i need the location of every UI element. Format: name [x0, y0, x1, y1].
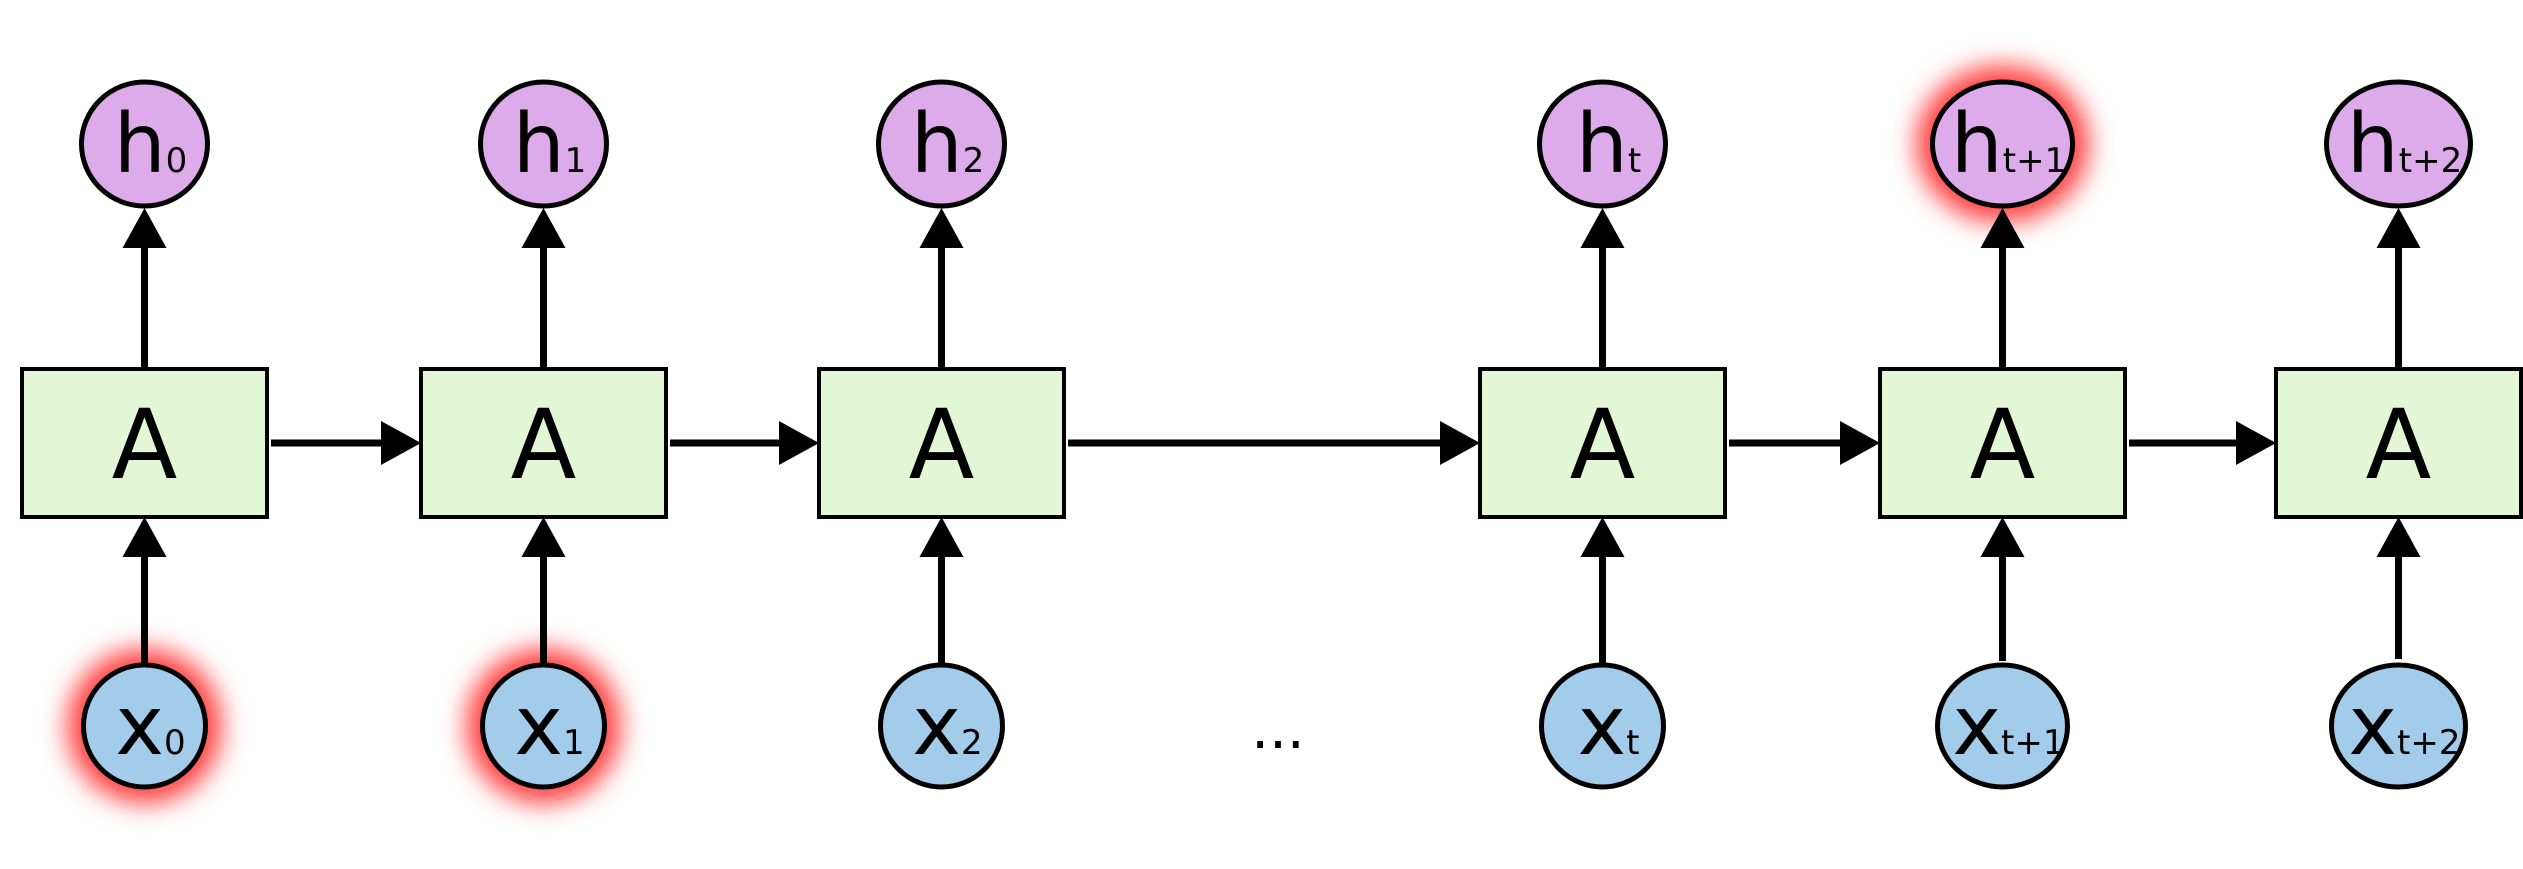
hidden-state-label-subscript: t	[1628, 141, 1641, 181]
input-node	[2329, 662, 2468, 790]
input-label: x2	[912, 679, 982, 774]
output-arrow-1-head	[521, 208, 566, 248]
rnn-cell-label: A	[909, 389, 975, 501]
rnn-cell-label: A	[1970, 389, 2036, 501]
hidden-state-label-symbol: h	[2347, 97, 2399, 192]
input-label-symbol: x	[1953, 679, 2002, 774]
recurrent-arrow-1-head	[779, 421, 819, 465]
input-arrow-2-head	[919, 517, 964, 557]
input-node	[878, 662, 1005, 790]
input-label: xt	[1578, 679, 1640, 774]
highlight-glow-layer	[67, 66, 2089, 803]
hidden-state-label-subscript: t+1	[2003, 141, 2066, 181]
hidden-state-label: h1	[513, 97, 587, 192]
hidden-state-label: ht+1	[1951, 97, 2066, 192]
input-label: x1	[514, 679, 584, 774]
hidden-state-node	[2324, 79, 2473, 209]
output-arrow-5-head	[2376, 208, 2421, 248]
input-arrow-3-head	[1580, 517, 1625, 557]
input-label-subscript: 0	[164, 723, 186, 763]
input-label-symbol: x	[912, 679, 961, 774]
hidden-state-label-symbol: h	[1576, 97, 1628, 192]
input-label: xt+2	[2349, 679, 2461, 774]
input-label: x0	[115, 679, 185, 774]
hidden-state-label-symbol: h	[1951, 97, 2003, 192]
hidden-state-label-subscript: t+2	[2399, 141, 2462, 181]
input-label-symbol: x	[514, 679, 563, 774]
recurrent-arrow-4-head	[2236, 421, 2276, 465]
rnn-cell-box	[1478, 367, 1727, 519]
input-label-symbol: x	[1578, 679, 1627, 774]
rnn-cell-label: A	[2366, 389, 2432, 501]
input-label-subscript: t+2	[2397, 723, 2460, 763]
rnn-cell-box	[20, 367, 269, 519]
hidden-state-label-symbol: h	[911, 97, 963, 192]
rnn-cell-label: A	[511, 389, 577, 501]
rnn-cell-box	[1878, 367, 2127, 519]
recurrent-arrow-2-head	[1440, 421, 1480, 465]
ellipsis-text: ...	[1251, 697, 1304, 762]
hidden-state-label: h0	[114, 97, 188, 192]
input-label-subscript: 1	[563, 723, 585, 763]
input-label-subscript: t+1	[2001, 723, 2064, 763]
hidden-state-node	[1537, 79, 1668, 209]
hidden-state-label-subscript: 0	[166, 141, 188, 181]
input-label-symbol: x	[115, 679, 164, 774]
rnn-cell-box	[2274, 367, 2523, 519]
hidden-state-node	[1930, 79, 2075, 209]
hidden-state-node	[478, 79, 609, 209]
hidden-state-label-subscript: 2	[963, 141, 985, 181]
input-node	[480, 662, 607, 790]
hidden-state-label: ht+2	[2347, 97, 2462, 192]
hidden-state-node	[876, 79, 1007, 209]
hidden-state-label: h2	[911, 97, 985, 192]
input-node	[1539, 662, 1666, 790]
output-arrow-3-head	[1580, 208, 1625, 248]
output-arrow-2-head	[919, 208, 964, 248]
input-label-subscript: t	[1626, 723, 1639, 763]
input-node	[1935, 662, 2070, 790]
hidden-state-label-subscript: 1	[565, 141, 587, 181]
input-arrow-0-head	[122, 517, 167, 557]
input-arrow-4-head	[1980, 517, 2025, 557]
hidden-state-label-symbol: h	[513, 97, 565, 192]
hidden-state-label: ht	[1576, 97, 1641, 192]
input-arrow-1-head	[521, 517, 566, 557]
rnn-cell-label: A	[112, 389, 178, 501]
hidden-state-label-symbol: h	[114, 97, 166, 192]
rnn-cell-box	[817, 367, 1066, 519]
recurrent-arrow-0-head	[381, 421, 421, 465]
output-arrow-0-head	[122, 208, 167, 248]
input-node	[81, 662, 208, 790]
input-label-subscript: 2	[961, 723, 983, 763]
input-label: xt+1	[1953, 679, 2065, 774]
rnn-cell-label: A	[1570, 389, 1636, 501]
recurrent-arrow-3-head	[1840, 421, 1880, 465]
output-arrow-4-head	[1980, 208, 2025, 248]
input-arrow-5-head	[2376, 517, 2421, 557]
arrows-layer	[122, 208, 2421, 665]
hidden-state-node	[79, 79, 210, 209]
input-label-symbol: x	[2349, 679, 2398, 774]
rnn-cell-box	[419, 367, 668, 519]
